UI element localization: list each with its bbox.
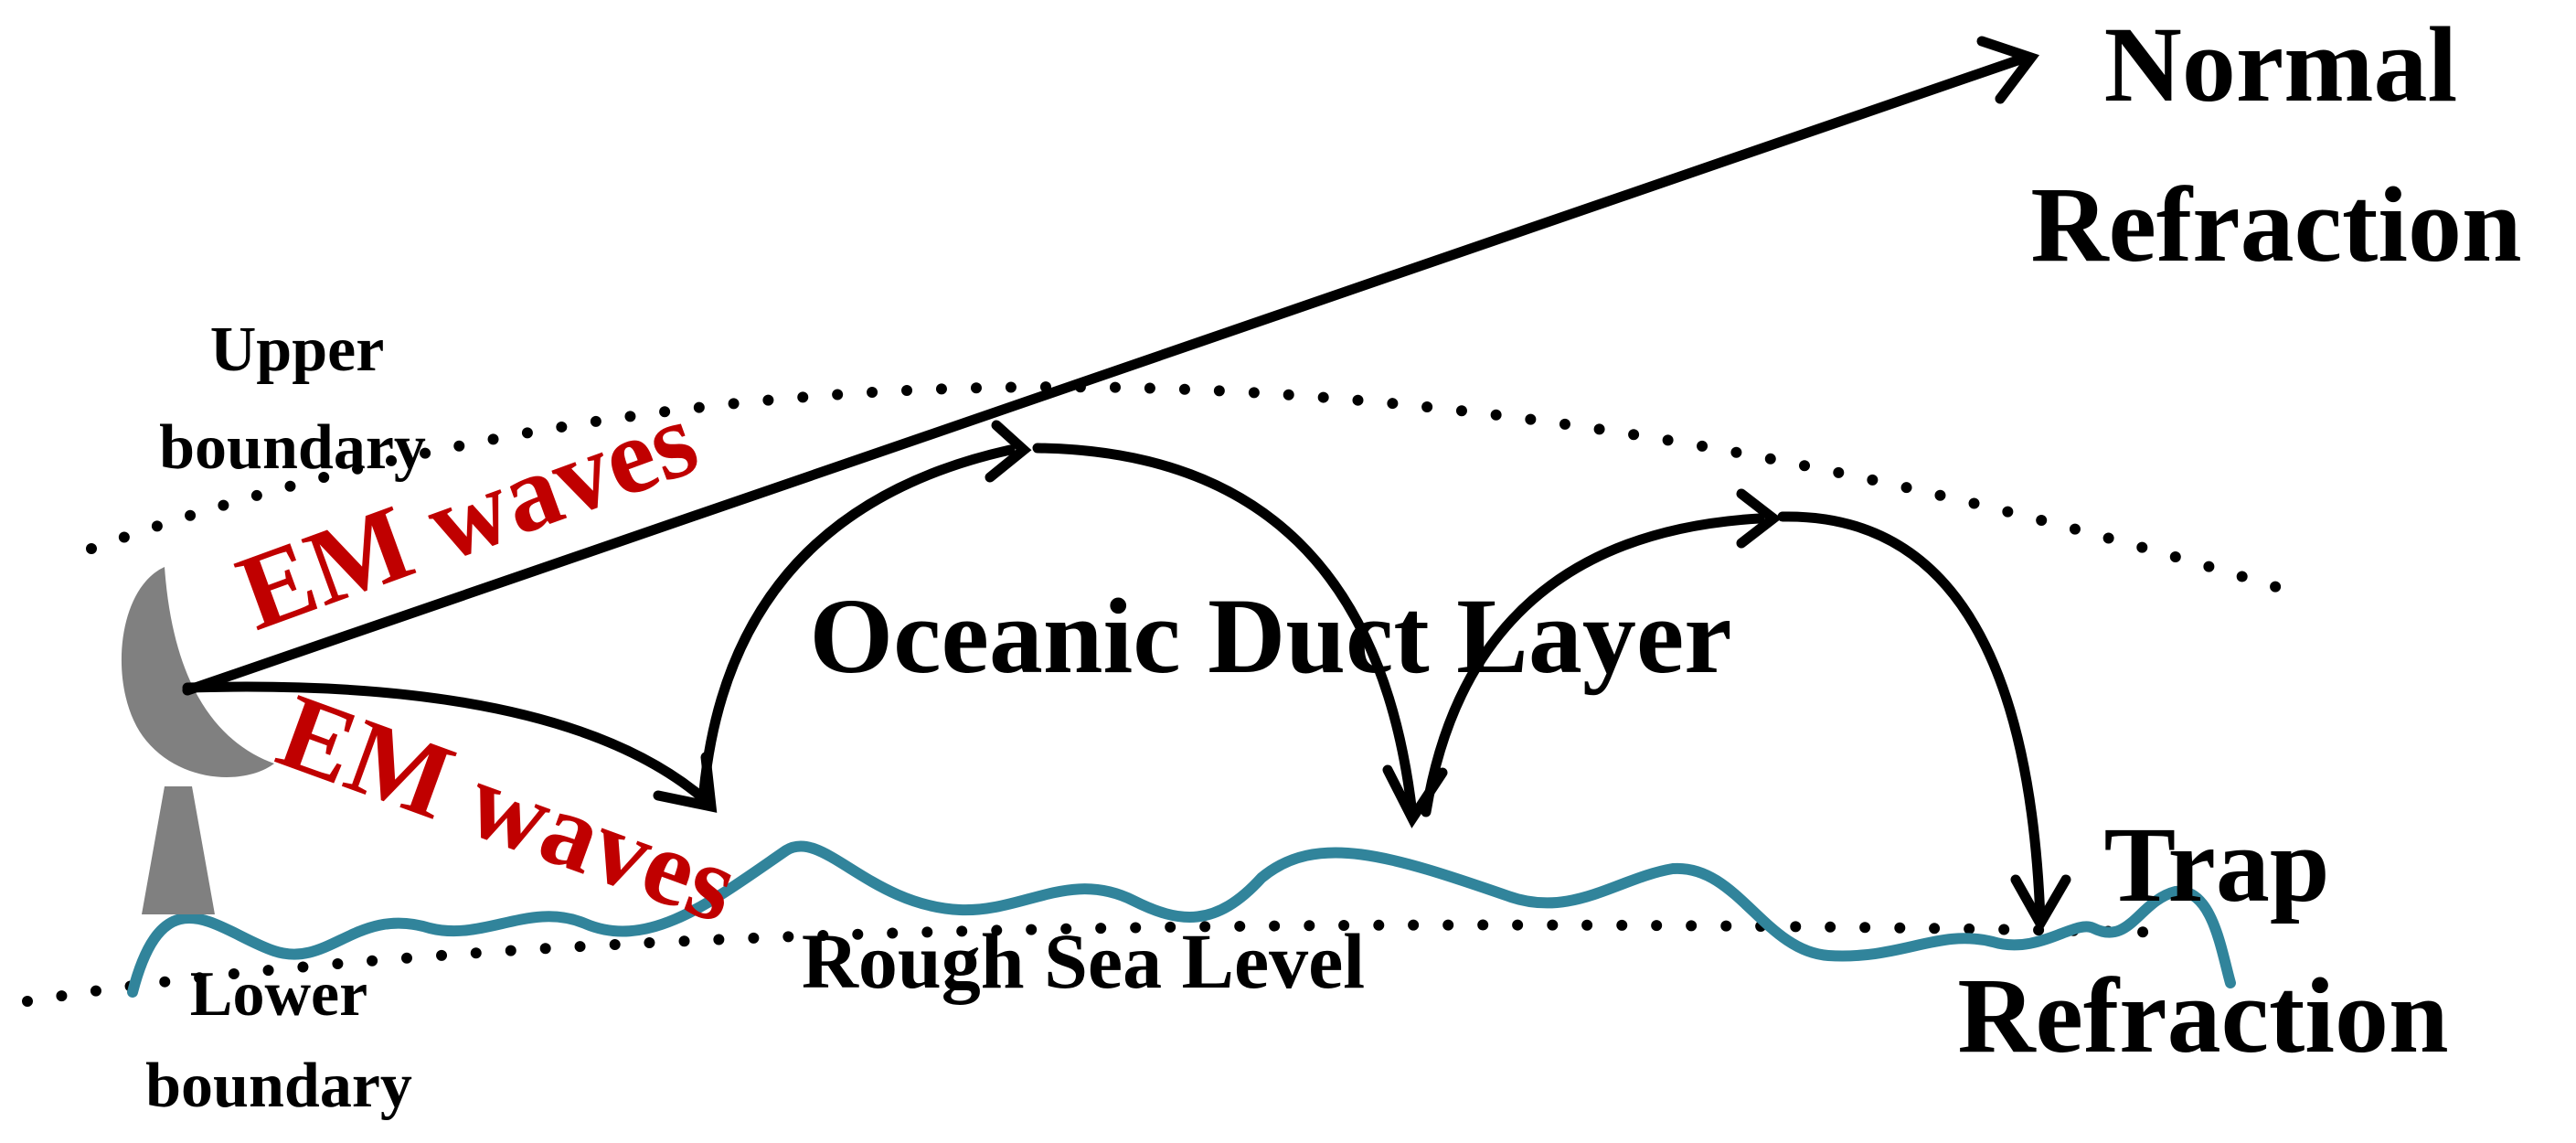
rough-sea-level-label: Rough Sea Level <box>802 917 1365 1005</box>
duct-arc-2-down-arrowhead <box>2010 874 2071 935</box>
normal-refraction-label-line2: Refraction <box>2030 165 2521 284</box>
duct-arc-2-down <box>1777 511 2046 924</box>
rough-sea-wave <box>127 840 2236 998</box>
lower-boundary-label-line2: boundary <box>145 1051 412 1121</box>
em-ray-down <box>182 681 714 808</box>
lower-boundary-line <box>22 919 2181 1007</box>
radar-dish-icon <box>121 567 274 777</box>
upper-boundary-label-line1: Upper <box>210 315 385 385</box>
normal-refraction-arrow <box>182 54 2026 696</box>
duct-arc-1-up-arrowhead <box>985 420 1032 483</box>
trap-refraction-label-line1: Trap <box>2104 805 2330 924</box>
lower-boundary-label-line1: Lower <box>190 959 367 1030</box>
duct-arc-1-down <box>1032 443 1418 819</box>
normal-arrowhead <box>1976 36 2040 104</box>
antenna-mast <box>142 786 215 914</box>
oceanic-duct-layer-label: Oceanic Duct Layer <box>809 576 1731 696</box>
duct-arc-2-up <box>1421 513 1765 817</box>
trap-refraction-label-line2: Refraction <box>1957 956 2448 1075</box>
duct-arc-1-up <box>698 444 1016 796</box>
upper-boundary-line <box>86 381 2291 595</box>
normal-refraction-label-line1: Normal <box>2104 5 2458 124</box>
duct-arc-2-up-arrowhead <box>1736 488 1783 549</box>
upper-boundary-label-line2: boundary <box>159 412 426 483</box>
